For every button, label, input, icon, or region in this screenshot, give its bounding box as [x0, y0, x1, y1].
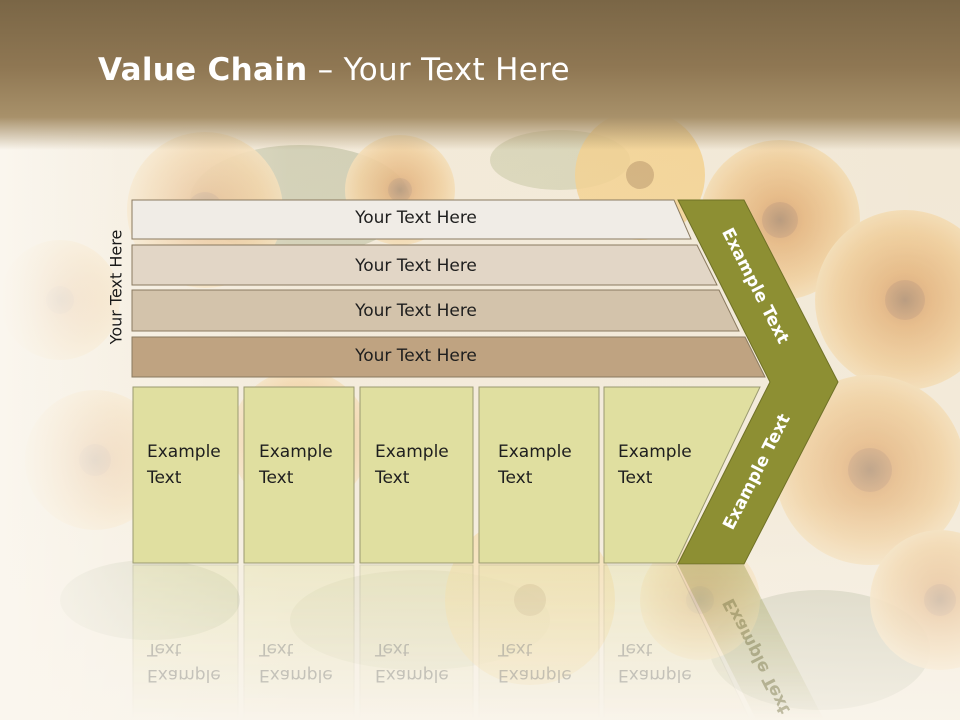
- box-shape-1: [132, 386, 239, 564]
- row-label-2: Your Text Here: [355, 256, 477, 276]
- title-bold: Value Chain: [98, 52, 308, 88]
- box-reflection-4: Example Text: [498, 639, 572, 685]
- box-label-4: Example Text: [498, 442, 572, 488]
- row-label-3: Your Text Here: [355, 301, 477, 321]
- box-label-5: Example Text: [618, 442, 692, 488]
- title-rest: – Your Text Here: [307, 52, 570, 88]
- chevron-shape: [677, 199, 839, 565]
- row-shape-3: [131, 289, 740, 332]
- row-label-4: Your Text Here: [355, 346, 477, 366]
- box-shape-3: [359, 386, 474, 564]
- box-shape-5: [603, 386, 761, 564]
- slide-title: Value Chain – Your Text Here: [98, 52, 570, 88]
- box-label-1: Example Text: [147, 442, 221, 488]
- row-shape-1: [131, 199, 692, 240]
- reflection-shapes: [132, 564, 825, 720]
- box-reflection-5: Example Text: [618, 639, 692, 685]
- box-reflection-1: Example Text: [147, 639, 221, 685]
- box-label-3: Example Text: [375, 442, 449, 488]
- row-shape-4: [131, 336, 766, 378]
- box-shape-4: [478, 386, 600, 564]
- row-label-1: Your Text Here: [355, 208, 477, 228]
- box-reflection-3: Example Text: [375, 639, 449, 685]
- side-label: Your Text Here: [106, 229, 126, 345]
- box-shape-2: [243, 386, 355, 564]
- title-bar: [0, 0, 960, 150]
- box-label-2: Example Text: [259, 442, 333, 488]
- box-reflection-2: Example Text: [259, 639, 333, 685]
- row-shape-2: [131, 244, 718, 286]
